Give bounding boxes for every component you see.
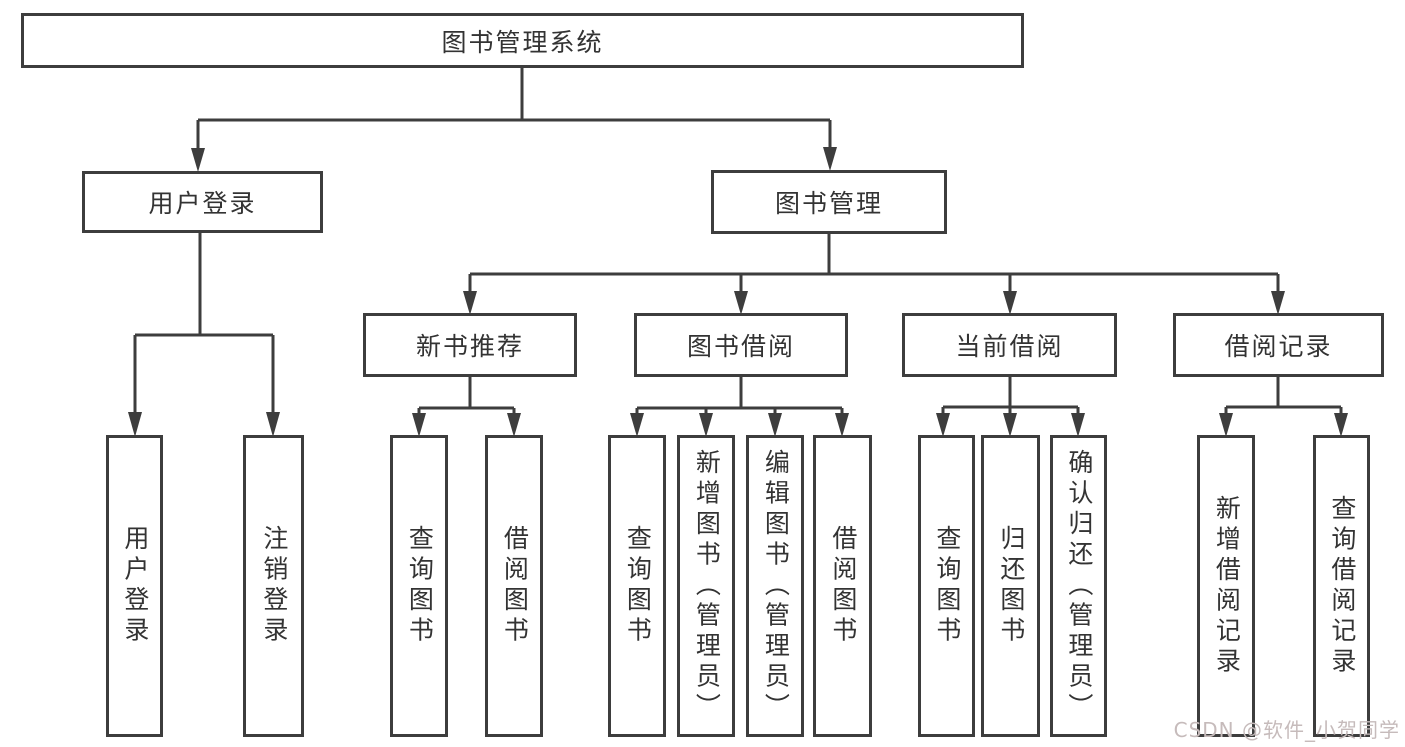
node-label: 新增图书（管理员） (692, 448, 722, 724)
connector-user-login-to-leaves (128, 233, 280, 437)
node-label: 借阅图书 (500, 525, 530, 647)
node-add-borrowing-record: 新增借阅记录 (1197, 435, 1255, 737)
node-label: 查询借阅记录 (1327, 494, 1357, 678)
node-user-login-action: 用户登录 (106, 435, 163, 737)
node-label: 查询图书 (405, 525, 435, 647)
node-query-books-recommend: 查询图书 (390, 435, 448, 737)
node-query-books-borrowing: 查询图书 (608, 435, 666, 737)
node-label: 归还图书 (996, 525, 1026, 647)
node-label: 用户登录 (120, 525, 150, 647)
node-borrowing-records: 借阅记录 (1173, 313, 1384, 377)
connector-root-to-level2 (191, 68, 837, 172)
node-label: 借阅图书 (828, 525, 858, 647)
node-borrow-books-recommend: 借阅图书 (485, 435, 543, 737)
node-new-book-recommendation: 新书推荐 (363, 313, 577, 377)
csdn-watermark: CSDN @软件_小贺同学 (1173, 718, 1400, 742)
connector-book-borrowing-to-leaves (630, 377, 849, 437)
node-label: 新增借阅记录 (1212, 494, 1242, 678)
node-logout: 注销登录 (243, 435, 304, 737)
node-label: 编辑图书（管理员） (761, 448, 791, 724)
connector-new-book-recommendation-to-leaves (412, 377, 521, 437)
node-return-books: 归还图书 (981, 435, 1040, 737)
connector-borrowing-records-to-leaves (1219, 377, 1348, 437)
node-confirm-return-admin: 确认归还（管理员） (1050, 435, 1107, 737)
node-book-management: 图书管理 (711, 170, 947, 234)
node-label: 用户登录 (148, 189, 257, 218)
node-current-borrowing: 当前借阅 (902, 313, 1117, 377)
node-book-borrowing: 图书借阅 (634, 313, 848, 377)
node-label: 新书推荐 (415, 332, 524, 361)
connector-current-borrowing-to-leaves (936, 377, 1085, 437)
node-label: 注销登录 (259, 525, 289, 647)
node-label: 图书管理 (774, 189, 883, 218)
connector-book-management-to-level3 (463, 234, 1285, 315)
node-borrow-books-action: 借阅图书 (813, 435, 872, 737)
node-label: 确认归还（管理员） (1064, 448, 1094, 724)
node-label: 图书借阅 (686, 332, 795, 361)
node-label: 查询图书 (623, 525, 653, 647)
node-library-management-system: 图书管理系统 (21, 13, 1024, 68)
node-add-book-admin: 新增图书（管理员） (677, 435, 735, 737)
node-label: 查询图书 (932, 525, 962, 647)
node-edit-book-admin: 编辑图书（管理员） (746, 435, 804, 737)
node-label: 借阅记录 (1224, 332, 1333, 361)
node-label: 图书管理系统 (441, 27, 604, 57)
node-user-login: 用户登录 (82, 171, 323, 233)
node-query-borrowing-record: 查询借阅记录 (1313, 435, 1370, 737)
node-label: 当前借阅 (955, 332, 1064, 361)
node-query-books-current: 查询图书 (918, 435, 975, 737)
